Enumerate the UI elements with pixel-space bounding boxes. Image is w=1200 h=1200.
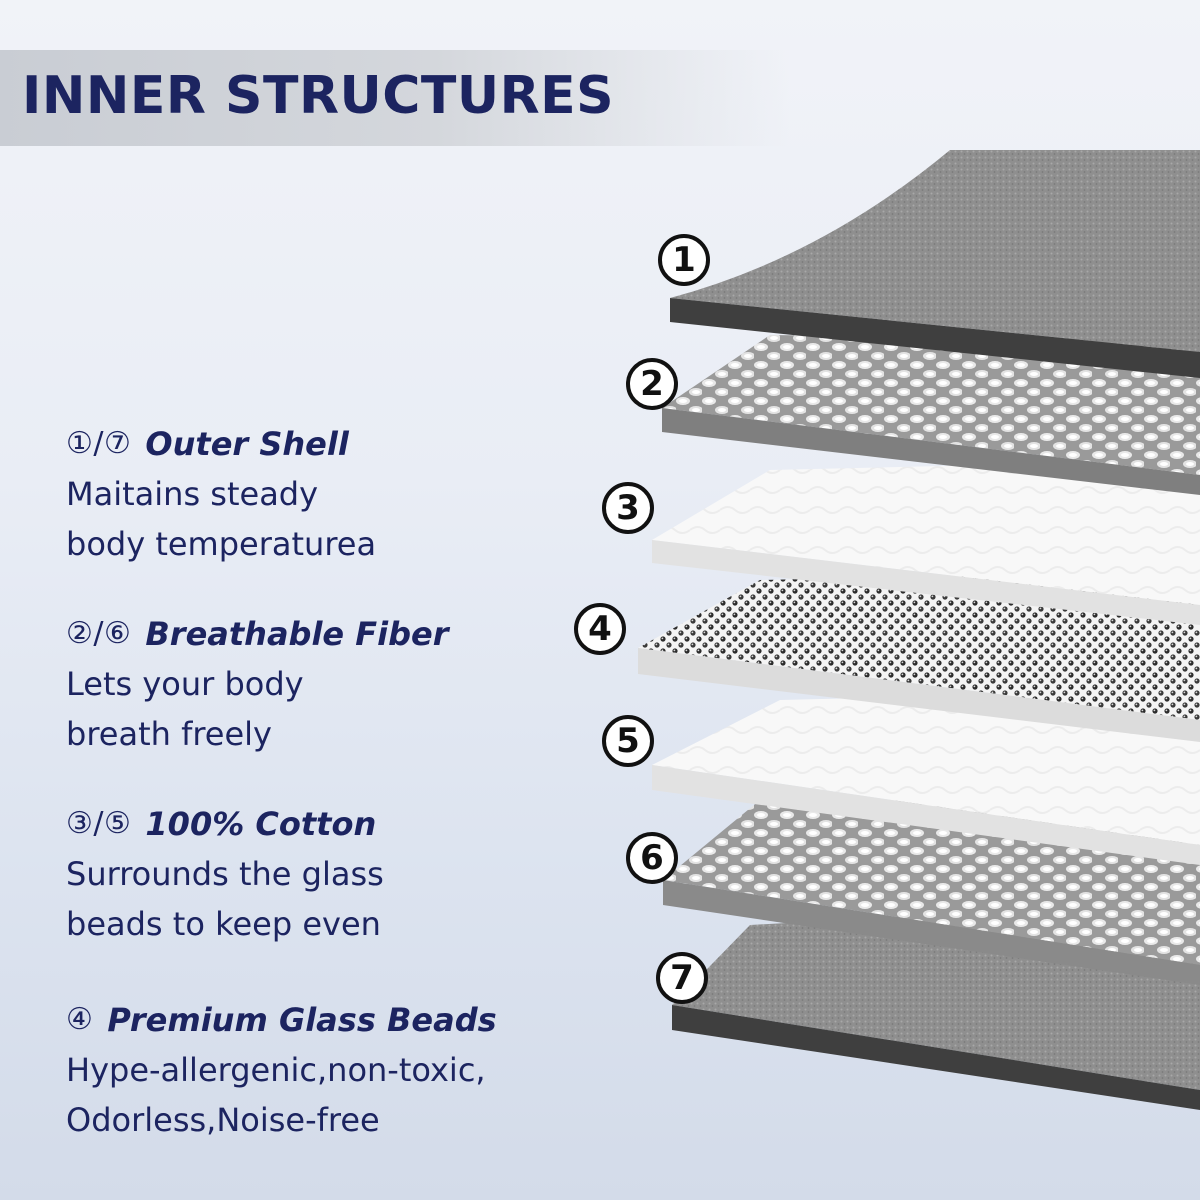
feature-desc-line: beads to keep even [66, 905, 381, 943]
feature-desc-line: Hype-allergenic,non-toxic, [66, 1051, 486, 1089]
feature-numbers: ②/⑥ [66, 616, 132, 651]
page-title: INNER STRUCTURES [22, 66, 615, 126]
feature-desc-line: Maitains steady [66, 475, 319, 513]
feature-desc-line: Lets your body [66, 665, 304, 703]
feature-cotton: ③/⑤ 100% Cotton Surrounds the glass bead… [66, 802, 384, 949]
feature-numbers: ④ [66, 1002, 94, 1037]
feature-title: Premium Glass Beads [107, 1001, 497, 1039]
feature-glass-beads: ④ Premium Glass Beads Hype-allergenic,no… [66, 998, 497, 1145]
title-banner [0, 50, 790, 146]
feature-outer-shell: ①/⑦ Outer Shell Maitains steady body tem… [66, 422, 376, 569]
layer-5 [652, 690, 1200, 865]
layer-number-badge: 5 [602, 715, 654, 767]
layer-number-badge: 7 [656, 952, 708, 1004]
feature-title: Breathable Fiber [145, 615, 449, 653]
layer-number-badge: 6 [626, 832, 678, 884]
feature-numbers: ③/⑤ [66, 806, 132, 841]
feature-numbers: ①/⑦ [66, 426, 132, 461]
feature-desc-line: Odorless,Noise-free [66, 1101, 380, 1139]
layer-3 [652, 460, 1200, 625]
layer-number-badge: 4 [574, 603, 626, 655]
feature-desc-line: body temperaturea [66, 525, 377, 563]
layer-2 [662, 335, 1200, 495]
layer-number-badge: 2 [626, 358, 678, 410]
feature-title: 100% Cotton [145, 805, 377, 843]
feature-title: Outer Shell [145, 425, 349, 463]
layer-number-badge: 3 [602, 482, 654, 534]
feature-desc-line: Surrounds the glass [66, 855, 384, 893]
layer-number-badge: 1 [658, 234, 710, 286]
feature-desc-line: breath freely [66, 715, 272, 753]
feature-breathable-fiber: ②/⑥ Breathable Fiber Lets your body brea… [66, 612, 448, 759]
layer-1 [670, 150, 1200, 378]
